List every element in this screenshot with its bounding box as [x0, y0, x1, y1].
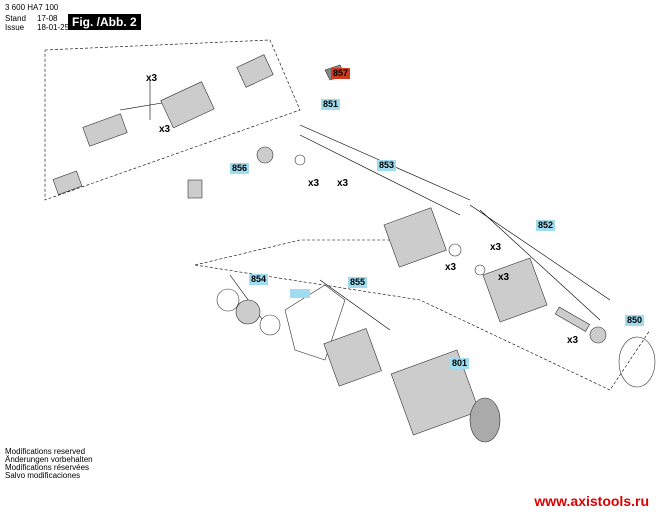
part-valve-body: [160, 81, 215, 129]
part-855: [284, 284, 346, 361]
figure-title: Fig. /Abb. 2: [68, 14, 141, 30]
footer-note: Änderungen vorbehalten: [5, 455, 93, 464]
document-number: 3 600 HA7 100: [5, 3, 59, 12]
part-label-855[interactable]: 855: [348, 277, 368, 288]
part-852: [482, 257, 548, 323]
stand-value: 17-08: [37, 14, 58, 23]
issue-value: 18-01-25: [37, 23, 70, 32]
footer-note: Modifications reserved: [5, 447, 86, 456]
part-label-851[interactable]: 851: [321, 99, 341, 110]
part-label-857[interactable]: 857: [331, 68, 351, 79]
quantity-label: x3: [445, 262, 457, 273]
part-854: [216, 288, 240, 312]
quantity-label: x3: [159, 124, 171, 135]
group-frame-pump: [194, 264, 651, 391]
part-label-852[interactable]: 852: [536, 220, 556, 231]
part-label-801[interactable]: 801: [450, 358, 470, 369]
quantity-label: x3: [498, 272, 510, 283]
part-label-856[interactable]: 856: [230, 163, 250, 174]
quantity-label: x3: [146, 73, 158, 84]
part-801: [390, 349, 480, 436]
quantity-label: x3: [490, 242, 502, 253]
group-frame-851: [44, 39, 301, 201]
quantity-label: x3: [308, 178, 320, 189]
footer-note: Modifications réservées: [5, 463, 90, 472]
part-label-blank: [290, 289, 310, 298]
stand-label: Stand: [5, 14, 26, 23]
issue-label: Issue: [5, 23, 25, 32]
quantity-label: x3: [337, 178, 349, 189]
part-handle: [82, 113, 128, 147]
part-label-854[interactable]: 854: [249, 274, 269, 285]
part-label-853[interactable]: 853: [377, 160, 397, 171]
website-link[interactable]: www.axistools.ru: [534, 493, 649, 509]
footer-note: Salvo modificaciones: [5, 471, 81, 480]
part-850: [618, 336, 656, 388]
quantity-label: x3: [567, 335, 579, 346]
part-label-850[interactable]: 850: [625, 315, 645, 326]
part-853: [383, 207, 447, 268]
